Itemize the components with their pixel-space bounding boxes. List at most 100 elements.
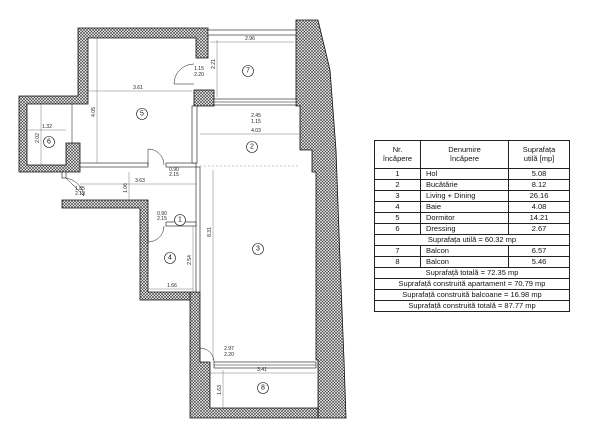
table-row: 1 Hol 5.08 [374, 168, 570, 180]
door-balcony7-swing [173, 63, 195, 85]
total-area: Suprafață totală = 72.35 mp [374, 267, 570, 279]
room-number: 5 [140, 111, 144, 118]
header-line: Nr. [392, 145, 403, 154]
room-name-cell: Living + Dining [420, 190, 509, 202]
balcony7-parapet [207, 29, 297, 36]
dimension-label: 3.63 [135, 178, 145, 184]
dimension-lines [27, 38, 316, 408]
room-marker-6: 6 [43, 136, 55, 148]
room-marker-5: 5 [136, 108, 148, 120]
room-number: 3 [256, 246, 260, 253]
header-line: Denumire [448, 145, 481, 154]
room-name-cell: Baie [420, 201, 509, 213]
room-area-cell: 6.57 [508, 245, 570, 257]
room-number: 1 [178, 217, 182, 224]
room-marker-2: 2 [246, 141, 258, 153]
exterior-wall-bedroom-dressing [18, 27, 209, 173]
room-marker-3: 3 [252, 243, 264, 255]
dimension-label: 4.05 [91, 107, 97, 117]
dimension-label: 2.15 [157, 216, 167, 222]
header-room-area: Suprafața utilă [mp] [508, 140, 570, 169]
dimension-label: 2.20 [224, 352, 234, 358]
door-bedroom-swing [147, 148, 165, 166]
room-name-cell: Bucătărie [420, 179, 509, 191]
summary-row: Suprafață totală = 72.35 mp [374, 267, 570, 279]
built-area-balconies: Suprafață construită balcoane = 16.98 mp [374, 289, 570, 301]
room-number-cell: 6 [374, 223, 421, 235]
room-number: 2 [250, 144, 254, 151]
bedroom-wall-left [79, 162, 149, 168]
dimension-label: 1.66 [167, 283, 177, 289]
dimension-label: 1.63 [217, 385, 223, 395]
room-number-cell: 5 [374, 212, 421, 224]
header-line: încăpere [382, 153, 413, 163]
table-row: 7 Balcon 6.57 [374, 245, 570, 257]
room-name-cell: Dressing [420, 223, 509, 235]
header-line: încăpere [449, 153, 480, 163]
summary-row: Suprafață construită totală = 87.77 mp [374, 300, 570, 312]
room-marker-1: 1 [174, 214, 186, 226]
room-number: 8 [261, 385, 265, 392]
dimension-label: 2.45 [251, 113, 261, 119]
room-number-cell: 8 [374, 256, 421, 268]
room-name-cell: Balcon [420, 256, 509, 268]
dimension-label: 2.02 [35, 133, 41, 143]
room-area-cell: 8.12 [508, 179, 570, 191]
built-area-total: Suprafață construită totală = 87.77 mp [374, 300, 570, 312]
dimension-label: 2.54 [187, 255, 193, 265]
door-entrance-swing [65, 177, 85, 197]
dimension-label: 3.41 [257, 367, 267, 373]
room-area-cell: 5.46 [508, 256, 570, 268]
exterior-wall-bottom [189, 291, 319, 419]
room-area-cell: 26.16 [508, 190, 570, 202]
header-line: utilă [mp] [523, 153, 555, 163]
dimension-label: 1.32 [42, 124, 52, 130]
entrance-jamb [61, 171, 67, 179]
wall-pillar-balcony7 [193, 89, 215, 107]
room-marker-8: 8 [257, 382, 269, 394]
room-marker-4: 4 [164, 252, 176, 264]
room-area-cell: 2.67 [508, 223, 570, 235]
table-row: 6 Dressing 2.67 [374, 223, 570, 235]
table-row: 5 Dormitor 14.21 [374, 212, 570, 224]
dimension-label: 0.90 [169, 167, 179, 173]
dimension-label: 0.90 [157, 211, 167, 217]
header-room-name: Denumire încăpere [420, 140, 509, 169]
dimension-label: 2.15 [169, 172, 179, 178]
summary-row: Suprafață construită balcoane = 16.98 mp [374, 289, 570, 301]
table-row: 2 Bucătărie 8.12 [374, 179, 570, 191]
door-balcony8-swing [199, 347, 215, 363]
room-number-cell: 7 [374, 245, 421, 257]
dimension-label: 3.61 [133, 85, 143, 91]
dimension-label: 1.06 [123, 183, 129, 193]
living-left-wall [195, 166, 201, 293]
dimension-label: 1.85 [75, 186, 85, 192]
bedroom-kitchen-wall [191, 105, 198, 164]
dimension-label: 1.15 [251, 119, 261, 125]
header-line: Suprafața [522, 145, 556, 154]
dimension-label: 8.31 [207, 227, 213, 237]
dimension-label: 4.03 [251, 128, 261, 134]
room-number: 4 [168, 255, 172, 262]
table-row: 4 Baie 4.08 [374, 201, 570, 213]
dimension-label: 2.97 [224, 346, 234, 352]
room-area-cell: 14.21 [508, 212, 570, 224]
dimension-label: 2.19 [75, 191, 85, 197]
room-number-cell: 1 [374, 168, 421, 180]
room-number: 6 [47, 139, 51, 146]
dimension-label: 1.15 [194, 66, 204, 72]
room-name-cell: Balcon [420, 245, 509, 257]
bedroom-wall-right [165, 162, 197, 168]
room-area-cell: 4.08 [508, 201, 570, 213]
header-room-number: Nr. încăpere [374, 140, 421, 169]
room-marker-7: 7 [242, 65, 254, 77]
room-number: 7 [246, 68, 250, 75]
room-name-cell: Hol [420, 168, 509, 180]
useful-area-total: Suprafața utilă = 60.32 mp [374, 234, 570, 246]
room-schedule-table: Nr. încăpere Denumire încăpere Suprafața… [374, 140, 570, 312]
door-bath-swing [147, 225, 165, 243]
table-row: 8 Balcon 5.46 [374, 256, 570, 268]
room-area-cell: 5.08 [508, 168, 570, 180]
dimension-label: 2.96 [245, 36, 255, 42]
summary-row: Suprafață construită apartament = 70.79 … [374, 278, 570, 290]
